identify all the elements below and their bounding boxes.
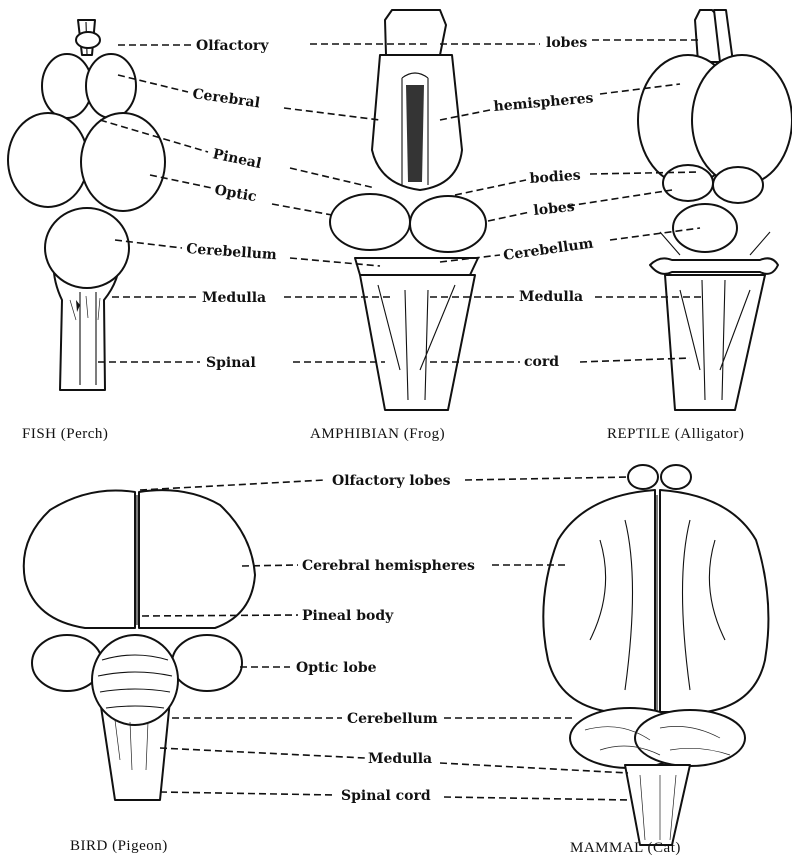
label-spinal-cord: Spinal cord bbox=[341, 788, 431, 804]
label-cerebral: Cerebral bbox=[191, 86, 260, 111]
label-medulla-right: Medulla bbox=[519, 289, 583, 305]
fish-brain-drawing bbox=[8, 20, 165, 390]
label-cerebellum-right: Cerebellum bbox=[502, 235, 594, 263]
label-hemispheres: hemispheres bbox=[493, 90, 594, 115]
label-pineal-body: Pineal body bbox=[302, 608, 394, 624]
label-cerebellum-left: Cerebellum bbox=[186, 241, 278, 263]
label-optic: Optic bbox=[213, 182, 257, 205]
label-cerebral-hemispheres: Cerebral hemispheres bbox=[302, 558, 475, 574]
caption-bird: BIRD (Pigeon) bbox=[70, 838, 168, 854]
label-spinal: Spinal bbox=[206, 355, 256, 371]
caption-fish: FISH (Perch) bbox=[22, 426, 108, 442]
caption-reptile: REPTILE (Alligator) bbox=[607, 426, 744, 442]
label-cord: cord bbox=[524, 354, 559, 370]
bottom-labels: Olfactory lobes Cerebral hemispheres Pin… bbox=[296, 473, 475, 804]
caption-amphibian: AMPHIBIAN (Frog) bbox=[310, 426, 445, 442]
top-labels-left: Olfactory Cerebral Pineal Optic Cerebell… bbox=[186, 38, 278, 371]
label-olfactory-lobes: Olfactory lobes bbox=[332, 473, 451, 489]
bird-brain-drawing bbox=[24, 490, 255, 800]
caption-mammal: MAMMAL (Cat) bbox=[570, 840, 681, 856]
top-labels-right: lobes hemispheres bodies lobes Cerebellu… bbox=[493, 35, 595, 370]
label-cerebellum-bottom: Cerebellum bbox=[347, 711, 438, 727]
label-optic-lobe: Optic lobe bbox=[296, 660, 377, 676]
label-medulla-left: Medulla bbox=[202, 290, 266, 306]
label-lobes-optic: lobes bbox=[533, 199, 576, 219]
label-medulla-bottom: Medulla bbox=[368, 751, 432, 767]
label-pineal: Pineal bbox=[211, 146, 263, 172]
reptile-brain-drawing bbox=[638, 10, 792, 410]
label-lobes-top: lobes bbox=[546, 35, 587, 51]
label-bodies: bodies bbox=[529, 167, 581, 187]
mammal-brain-drawing bbox=[543, 465, 768, 845]
label-olfactory: Olfactory bbox=[196, 38, 269, 54]
amphibian-brain-drawing bbox=[330, 10, 486, 410]
